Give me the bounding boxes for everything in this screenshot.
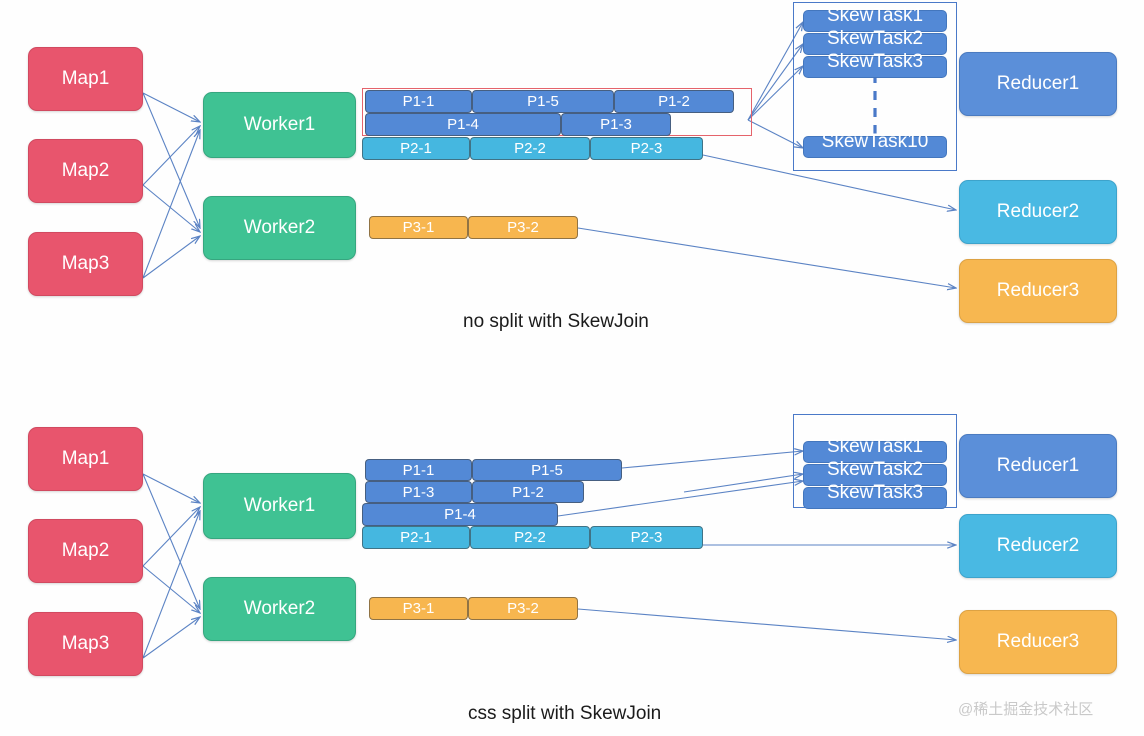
partition-chip-label: P3-1 (402, 600, 435, 617)
map-node-1[interactable]: Map1 (28, 427, 143, 491)
partition-chip[interactable]: P2-1 (362, 526, 470, 549)
skew-task-label: SkewTask3 (826, 482, 924, 503)
reducer-node-label: Reducer2 (996, 201, 1080, 223)
partition-chip[interactable]: P1-5 (472, 90, 614, 113)
partition-chip[interactable]: P1-4 (362, 503, 558, 526)
partition-chip-label: P1-2 (512, 483, 544, 501)
partition-chip[interactable]: P1-4 (365, 113, 561, 136)
partition-chip[interactable]: P3-2 (468, 597, 578, 620)
reducer-node-2[interactable]: Reducer2 (959, 514, 1117, 578)
skew-task-label: SkewTask1 (826, 436, 924, 457)
worker-node-label: Worker1 (243, 114, 316, 136)
partition-chip[interactable]: P1-3 (561, 113, 671, 136)
reducer-node-label: Reducer1 (996, 73, 1080, 95)
worker-node-1[interactable]: Worker1 (203, 92, 356, 158)
skew-task-chip[interactable]: SkewTask1 (803, 437, 947, 463)
partition-chip-label: P2-3 (630, 140, 663, 157)
partition-chip-label: P1-2 (658, 93, 690, 110)
skew-task-chip[interactable]: SkewTask3 (803, 52, 947, 78)
partition-chip[interactable]: P1-2 (614, 90, 734, 113)
partition-chip[interactable]: P1-1 (365, 459, 472, 481)
map-node-2[interactable]: Map2 (28, 139, 143, 203)
partition-chip[interactable]: P3-2 (468, 216, 578, 239)
partition-chip[interactable]: P1-2 (472, 481, 584, 503)
skew-task-label: SkewTask3 (826, 51, 924, 72)
panel-caption-bottom: css split with SkewJoin (468, 703, 662, 724)
partition-chip-label: P1-5 (531, 461, 563, 479)
skew-task-chip[interactable]: SkewTask1 (803, 6, 947, 32)
skew-task-chip[interactable]: SkewTask3 (803, 483, 947, 509)
partition-chip-label: P1-4 (447, 116, 479, 133)
worker-node-2[interactable]: Worker2 (203, 196, 356, 260)
partition-chip-label: P1-1 (402, 461, 435, 479)
partition-chip-label: P1-1 (402, 93, 435, 110)
panel-caption-top: no split with SkewJoin (463, 311, 649, 332)
partition-chip-label: P1-3 (402, 483, 435, 501)
map-node-label: Map2 (61, 160, 110, 182)
partition-chip-label: P2-2 (514, 529, 546, 546)
reducer-node-2[interactable]: Reducer2 (959, 180, 1117, 244)
map-node-label: Map3 (61, 633, 110, 655)
partition-chip[interactable]: P3-1 (369, 597, 468, 620)
reducer-node-label: Reducer3 (996, 631, 1080, 653)
partition-chip[interactable]: P1-1 (365, 90, 472, 113)
reducer-node-1[interactable]: Reducer1 (959, 434, 1117, 498)
worker-node-1[interactable]: Worker1 (203, 473, 356, 539)
partition-chip[interactable]: P1-5 (472, 459, 622, 481)
skew-task-label: SkewTask1 (826, 5, 924, 26)
partition-chip-label: P1-4 (444, 506, 476, 523)
watermark-label: @稀土掘金技术社区 (958, 701, 1094, 718)
partition-chip-label: P3-2 (507, 219, 539, 236)
partition-chip-label: P2-3 (630, 529, 663, 546)
reducer-node-3[interactable]: Reducer3 (959, 610, 1117, 674)
worker-node-label: Worker1 (243, 495, 316, 517)
partition-chip[interactable]: P2-2 (470, 137, 590, 160)
worker-node-2[interactable]: Worker2 (203, 577, 356, 641)
skew-task-container (793, 2, 957, 171)
map-node-label: Map3 (61, 253, 110, 275)
partition-chip[interactable]: P2-3 (590, 137, 703, 160)
map-node-label: Map1 (61, 68, 110, 90)
partition-chip-label: P2-1 (400, 140, 432, 157)
reducer-node-label: Reducer3 (996, 280, 1080, 302)
partition-chip[interactable]: P2-2 (470, 526, 590, 549)
worker-node-label: Worker2 (243, 217, 316, 239)
map-node-3[interactable]: Map3 (28, 612, 143, 676)
map-node-3[interactable]: Map3 (28, 232, 143, 296)
skew-task-chip[interactable]: SkewTask10 (803, 132, 947, 158)
map-node-label: Map2 (61, 540, 110, 562)
skew-task-chip[interactable]: SkewTask2 (803, 460, 947, 486)
skew-task-label: SkewTask10 (821, 131, 929, 152)
map-node-1[interactable]: Map1 (28, 47, 143, 111)
partition-chip-label: P1-3 (600, 116, 632, 133)
partition-chip[interactable]: P1-3 (365, 481, 472, 503)
reducer-node-3[interactable]: Reducer3 (959, 259, 1117, 323)
skew-task-label: SkewTask2 (826, 459, 924, 480)
reducer-node-label: Reducer1 (996, 455, 1080, 477)
partition-chip[interactable]: P2-3 (590, 526, 703, 549)
partition-chip-label: P3-2 (507, 600, 539, 617)
reducer-node-1[interactable]: Reducer1 (959, 52, 1117, 116)
partition-chip-label: P2-1 (400, 529, 432, 546)
reducer-node-label: Reducer2 (996, 535, 1080, 557)
map-node-label: Map1 (61, 448, 110, 470)
partition-chip-label: P3-1 (402, 219, 435, 236)
skew-task-chip[interactable]: SkewTask2 (803, 29, 947, 55)
map-node-2[interactable]: Map2 (28, 519, 143, 583)
partition-chip-label: P1-5 (527, 93, 559, 110)
partition-chip-label: P2-2 (514, 140, 546, 157)
worker-node-label: Worker2 (243, 598, 316, 620)
partition-chip[interactable]: P3-1 (369, 216, 468, 239)
skew-task-label: SkewTask2 (826, 28, 924, 49)
partition-chip[interactable]: P2-1 (362, 137, 470, 160)
